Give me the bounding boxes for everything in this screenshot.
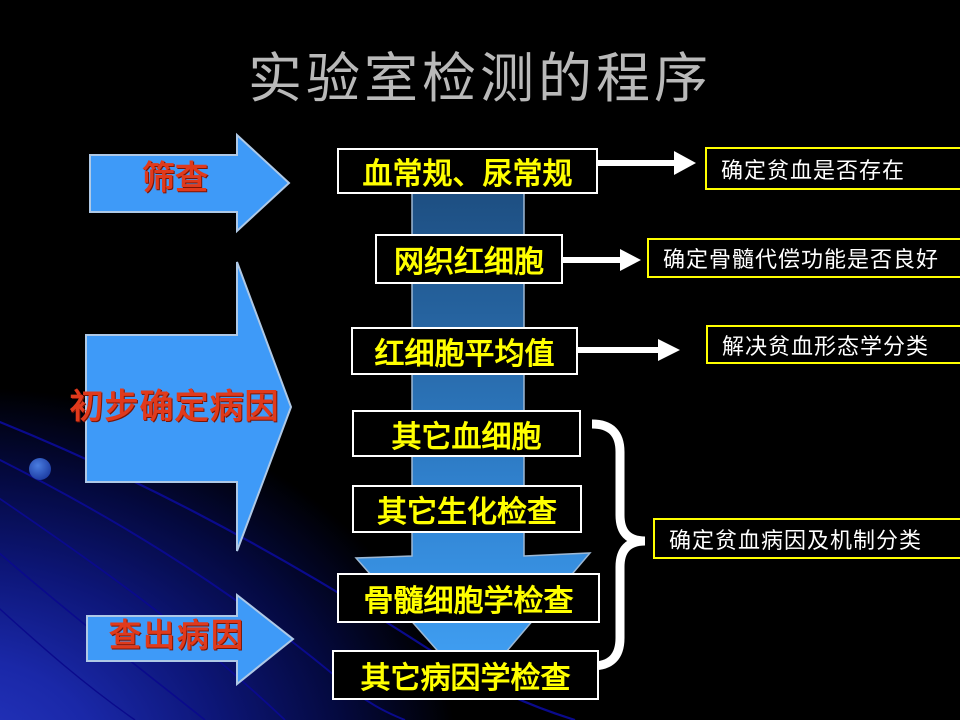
test-box-reticulocyte: 网织红细胞 xyxy=(375,234,563,284)
test-box-bone-marrow-cytology: 骨髓细胞学检查 xyxy=(337,573,600,623)
slide-title: 实验室检测的程序 xyxy=(248,49,712,109)
purpose-box-marrow-compensation: 确定骨髓代偿功能是否良好 xyxy=(647,238,960,278)
accent-dot xyxy=(29,458,51,480)
stage-label-find-cause: 查出病因 xyxy=(108,617,245,653)
stage-arrow-find-cause xyxy=(86,592,295,687)
purpose-box-anemia-exists: 确定贫血是否存在 xyxy=(705,147,960,190)
connector-arrow-2 xyxy=(563,249,641,271)
test-box-blood-urine-routine: 血常规、尿常规 xyxy=(337,148,598,194)
test-box-other-etiology: 其它病因学检查 xyxy=(332,650,599,700)
connector-arrow-1 xyxy=(598,151,696,175)
test-box-other-blood-cells: 其它血细胞 xyxy=(352,410,581,457)
stage-arrow-preliminary-cause xyxy=(85,261,293,552)
connector-arrow-3 xyxy=(578,339,680,361)
test-box-rbc-mean-values: 红细胞平均值 xyxy=(351,327,578,375)
test-box-other-biochemical: 其它生化检查 xyxy=(352,485,582,533)
purpose-box-cause-mechanism-classification: 确定贫血病因及机制分类 xyxy=(653,518,960,559)
stage-arrow-screening xyxy=(89,132,291,234)
purpose-box-morphology-classification: 解决贫血形态学分类 xyxy=(706,325,960,364)
stage-label-screening: 筛查 xyxy=(142,161,208,197)
grouping-brace xyxy=(591,419,646,671)
stage-label-preliminary-cause: 初步确定病因 xyxy=(69,389,280,426)
